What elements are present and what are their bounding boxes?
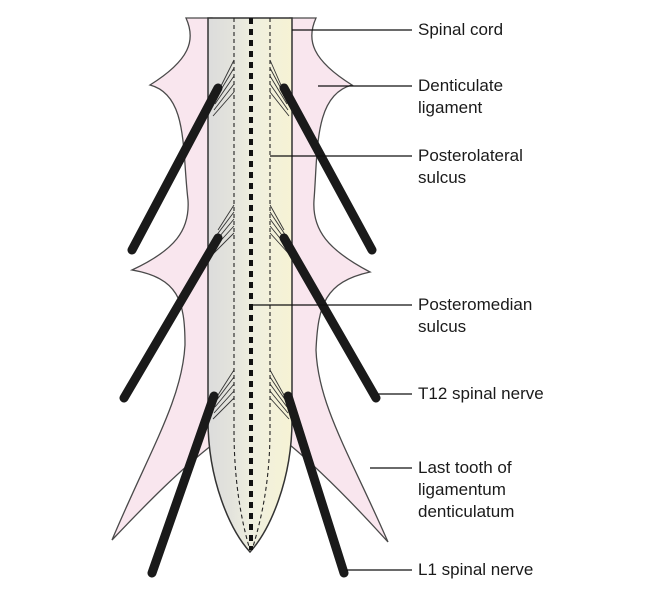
label-t12-spinal-nerve: T12 spinal nerve [418,383,544,405]
label-t12-spinal-nerve-text: T12 spinal nerve [418,384,544,403]
label-posteromedian-sulcus-line2: sulcus [418,317,467,336]
label-posterolateral-sulcus-line2: sulcus [418,168,467,187]
nerve-upper-left [127,83,223,255]
label-posteromedian-sulcus: Posteromedian sulcus [418,294,532,338]
label-l1-spinal-nerve: L1 spinal nerve [418,559,533,581]
spinal-nerves [119,83,381,578]
nerve-t12-right [279,233,381,403]
label-denticulate-ligament-line2: ligament [418,98,483,117]
label-last-tooth-line1: Last tooth of [418,458,512,477]
label-denticulate-ligament: Denticulate ligament [418,75,503,119]
label-spinal-cord: Spinal cord [418,19,503,41]
leader-lines [251,29,412,571]
label-posteromedian-sulcus-line1: Posteromedian [418,295,533,314]
nerve-l1-right [283,391,349,578]
label-l1-spinal-nerve-text: L1 spinal nerve [418,560,534,579]
label-posterolateral-sulcus-line1: Posterolateral [418,146,523,165]
label-last-tooth-line2: ligamentum [418,480,506,499]
label-denticulate-ligament-line1: Denticulate [418,76,504,95]
label-spinal-cord-text: Spinal cord [418,20,504,39]
nerve-upper-right [279,83,377,255]
label-last-tooth-line3: denticulatum [418,502,515,521]
label-last-tooth: Last tooth of ligamentum denticulatum [418,457,514,523]
nerve-middle-left [119,233,223,403]
label-posterolateral-sulcus: Posterolateral sulcus [418,145,523,189]
nerve-lower-left [147,391,219,578]
